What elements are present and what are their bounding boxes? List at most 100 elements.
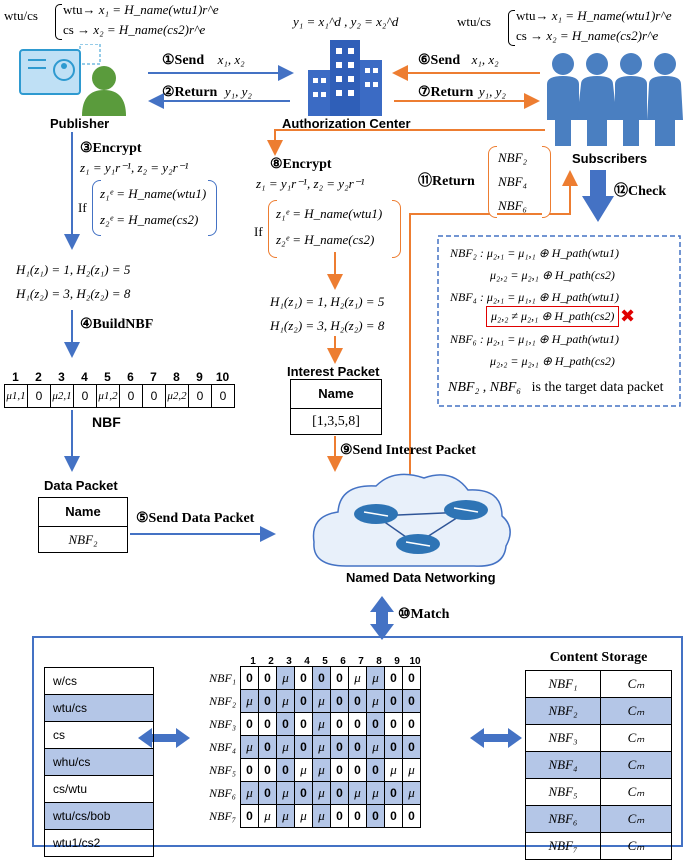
matrix-cell: μ [348,666,367,690]
matrix-cell: 0 [402,689,421,713]
matrix-cell: 0 [330,758,349,782]
matrix-cell: μ [276,689,295,713]
matrix-row-name: NBF₆ [209,785,236,800]
matrix-col-header: 5 [322,656,328,667]
matrix-col-header: 9 [394,656,400,667]
matrix-cell: μ [294,758,313,782]
cs-content: Cₘ [600,724,672,752]
cs-nbf: NBF₁ [525,670,601,698]
nbf-cell: 0 [211,384,235,408]
interest-packet-title: Interest Packet [287,364,380,379]
matrix-cell: 0 [384,804,403,828]
subscribers-label: Subscribers [572,151,648,166]
check-line-2: μ₂,₂ = μ₂,₁ ⊕ H_path(cs2) [490,268,615,282]
matrix-cell: μ [312,735,331,759]
matrix-row-name: NBF₂ [209,693,236,708]
name-list-item: whu/cs [44,748,154,776]
nbf-cell: μ2,2 [165,384,189,408]
subscribers-icon [547,53,683,146]
matrix-cell: 0 [402,804,421,828]
sub-x1: wtu→ x₁ = H_name(wtu1)r^e [516,8,672,23]
matrix-cell: 0 [330,712,349,736]
pub-ze2: z₂ᵉ = H_name(cs2) [100,212,199,227]
matrix-cell: 0 [384,735,403,759]
matrix-row-name: NBF₇ [209,808,236,823]
matrix-cell: μ [240,689,259,713]
matrix-cell: 0 [276,712,295,736]
matrix-cell: 0 [294,712,313,736]
check-line-3: NBF₄ : μ₂,₁ = μ₁,₁ ⊕ H_path(wtu1) [450,290,620,304]
matrix-col-header: 2 [268,656,274,667]
nbf-index: 9 [196,370,203,384]
nbf-label: NBF [92,414,121,430]
step-11-return: ⑪Return [418,174,475,189]
matrix-col-header: 4 [304,656,310,667]
matrix-cell: μ [258,804,277,828]
sub-ze2: z₂ᵉ = H_name(cs2) [276,232,375,247]
nbf-cell: 0 [27,384,51,408]
matrix-cell: 0 [348,712,367,736]
matrix-cell: μ [366,781,385,805]
cs-nbf: NBF₂ [525,697,601,725]
interest-packet-header: Name [291,380,381,409]
sub-if: If [254,224,263,239]
name-list-item: wtu1/cs2 [44,829,154,857]
cs-nbf: NBF₇ [525,832,601,860]
name-list-item: cs [44,721,154,749]
nbf-index: 7 [150,370,157,384]
matrix-cell: 0 [258,666,277,690]
matrix-cell: μ [240,735,259,759]
step-10-match: ⑩Match [398,607,450,622]
step-12-check: ⑫Check [614,184,667,199]
authorization-center-icon [308,40,382,116]
matrix-cell: 0 [348,758,367,782]
nbf-cell: μ2,1 [50,384,74,408]
ndn-label: Named Data Networking [346,570,496,585]
nbf-index: 4 [81,370,88,384]
returned-nbf-1: NBF₂ [498,150,528,165]
matrix-cell: μ [276,781,295,805]
matrix-row-name: NBF₁ [209,670,236,685]
data-packet-header: Name [39,498,127,527]
sub-h1: H₁(z₁) = 1, H₂(z₁) = 5 [270,294,385,309]
ac-label: Authorization Center [282,116,411,131]
step-5-send-data: ⑤Send Data Packet [136,511,255,526]
nbf-cell: μ1,2 [96,384,120,408]
step-7-return: ⑦Return y₁, y₂ [418,84,506,100]
matrix-cell: 0 [402,666,421,690]
nbf-index: 5 [104,370,111,384]
cs-content: Cₘ [600,832,672,860]
nbf-cell: μ1,1 [4,384,28,408]
pub-brace [55,4,62,40]
fail-x-icon: ✖ [620,306,636,327]
matrix-cell: 0 [294,666,313,690]
pub-x1: wtu→ x₁ = H_name(wtu1)r^e [63,2,219,17]
name-list-item: cs/wtu [44,775,154,803]
step-6-send: ⑥Send x₁, x₂ [418,52,499,68]
matrix-cell: μ [240,781,259,805]
matrix-cell: μ [312,712,331,736]
matrix-row-name: NBF₅ [209,762,236,777]
nbf-cell: 0 [119,384,143,408]
nbf-cell: 0 [188,384,212,408]
matrix-cell: μ [312,804,331,828]
matrix-cell: 0 [348,804,367,828]
matrix-cell: μ [366,666,385,690]
pub-if: If [78,200,87,215]
matrix-cell: 0 [258,735,277,759]
pub-z-eq: z₁ = y₁r⁻¹, z₂ = y₂r⁻¹ [80,160,189,175]
cs-content: Cₘ [600,697,672,725]
sub-ze1: z₁ᵉ = H_name(wtu1) [276,206,383,221]
matrix-cell: 0 [330,735,349,759]
check-line-4-fail: μ₂,₂ ≠ μ₂,₁ ⊕ H_path(cs2) [486,306,620,327]
nbf-index: 8 [173,370,180,384]
matrix-cell: 0 [366,804,385,828]
pub-x2: cs → x₂ = H_name(cs2)r^e [63,22,206,37]
cs-content: Cₘ [600,778,672,806]
cs-content: Cₘ [600,805,672,833]
step-4-buildnbf: ④BuildNBF [80,317,154,332]
matrix-cell: μ [384,758,403,782]
matrix-cell: μ [276,666,295,690]
matrix-cell: 0 [258,689,277,713]
